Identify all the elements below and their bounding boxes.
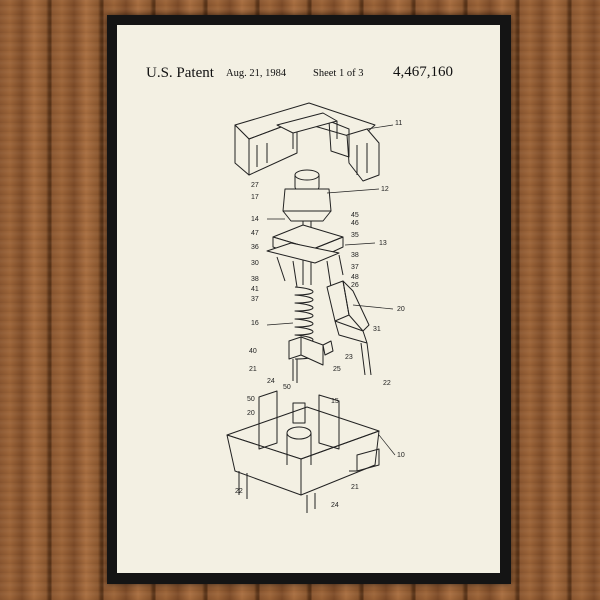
ref-numeral: 11	[395, 120, 402, 127]
patent-number: 4,467,160	[393, 64, 453, 80]
ref-numeral: 50	[247, 396, 255, 403]
reference-numerals: 11 27 17 12 14 45 46 47 35 36 13 38 30 3…	[235, 120, 405, 509]
ref-numeral: 36	[251, 244, 259, 251]
ref-numeral: 46	[351, 220, 359, 227]
leader-lines	[266, 124, 396, 456]
ref-numeral: 47	[251, 230, 259, 237]
ref-numeral: 45	[351, 212, 359, 219]
ref-numeral: 20	[247, 410, 255, 417]
ref-numeral: 41	[251, 286, 259, 293]
small-contact-parts	[288, 336, 334, 383]
ref-numeral: 21	[249, 366, 257, 373]
ref-numeral: 15	[331, 398, 339, 405]
ref-numeral: 25	[333, 366, 341, 373]
ref-numeral: 14	[251, 216, 259, 223]
ref-numeral: 17	[251, 194, 259, 201]
patent-label: U.S. Patent	[146, 65, 214, 81]
ref-numeral: 22	[235, 488, 243, 495]
ref-numeral: 30	[251, 260, 259, 267]
ref-numeral: 22	[383, 380, 391, 387]
bottom-housing-part	[226, 390, 380, 513]
ref-numeral: 26	[351, 282, 359, 289]
stem-part	[282, 169, 332, 285]
ref-numeral: 37	[251, 296, 259, 303]
ref-numeral: 40	[249, 348, 257, 355]
patent-date: Aug. 21, 1984	[226, 68, 287, 79]
ref-numeral: 16	[251, 320, 259, 327]
ref-numeral: 24	[331, 502, 339, 509]
ref-numeral: 12	[381, 186, 389, 193]
sheet-label: Sheet 1 of 3	[313, 68, 364, 79]
contact-leaf-part	[326, 280, 372, 376]
ref-numeral: 13	[379, 240, 387, 247]
ref-numeral: 31	[373, 326, 381, 333]
ref-numeral: 21	[351, 484, 359, 491]
slider-part	[266, 224, 344, 288]
top-housing-part	[234, 102, 380, 182]
ref-numeral: 35	[351, 232, 359, 239]
ref-numeral: 37	[351, 264, 359, 271]
ref-numeral: 10	[397, 452, 405, 459]
ref-numeral: 27	[251, 182, 259, 189]
ref-numeral: 38	[351, 252, 359, 259]
ref-numeral: 20	[397, 306, 405, 313]
ref-numeral: 38	[251, 276, 259, 283]
ref-numeral: 23	[345, 354, 353, 361]
ref-numeral: 24	[267, 378, 275, 385]
patent-print: U.S. Patent Aug. 21, 1984 Sheet 1 of 3 4…	[117, 25, 500, 573]
ref-numeral: 50	[283, 384, 291, 391]
ref-numeral: 48	[351, 274, 359, 281]
keyswitch-exploded-drawing: 11 27 17 12 14 45 46 47 35 36 13 38 30 3…	[226, 102, 405, 513]
